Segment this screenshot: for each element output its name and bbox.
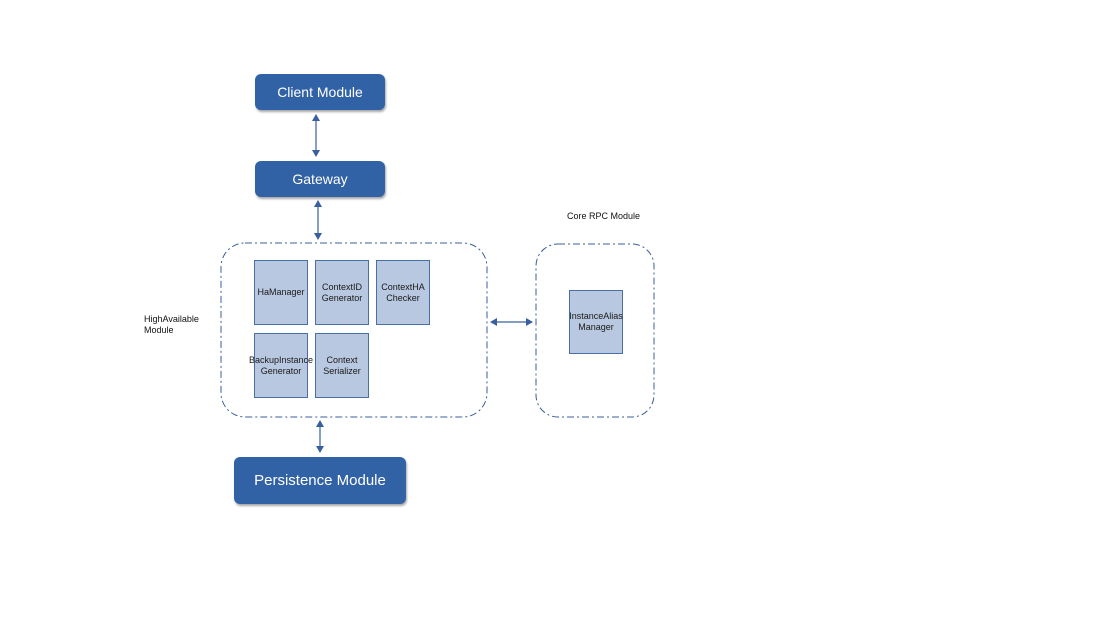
core-rpc-group [535, 243, 655, 418]
persistence-module-node: Persistence Module [234, 457, 406, 504]
context-serializer-label: Context Serializer [323, 354, 361, 376]
backup-instance-generator-label: BackupInstance Generator [248, 354, 314, 376]
context-ha-checker-node: ContextHA Checker [376, 260, 430, 325]
client-module-label: Client Module [277, 84, 363, 100]
ha-manager-label: HaManager [257, 287, 305, 297]
persistence-module-label: Persistence Module [254, 472, 386, 489]
context-serializer-node: Context Serializer [315, 333, 369, 398]
context-ha-checker-label: ContextHA Checker [381, 281, 425, 303]
instance-alias-manager-node: InstanceAlias Manager [569, 290, 623, 354]
context-id-generator-node: ContextID Generator [315, 260, 369, 325]
core-rpc-group-label: Core RPC Module [567, 211, 641, 221]
client-module-node: Client Module [255, 74, 385, 110]
context-id-generator-label: ContextID Generator [321, 281, 363, 303]
instance-alias-manager-label: InstanceAlias Manager [569, 311, 623, 332]
backup-instance-generator-node: BackupInstance Generator [249, 333, 313, 398]
gateway-node: Gateway [255, 161, 385, 197]
gateway-label: Gateway [292, 171, 348, 187]
ha-manager-node: HaManager [254, 260, 308, 325]
high-available-group-label: HighAvailable Module [144, 314, 199, 335]
high-available-group [220, 242, 488, 418]
